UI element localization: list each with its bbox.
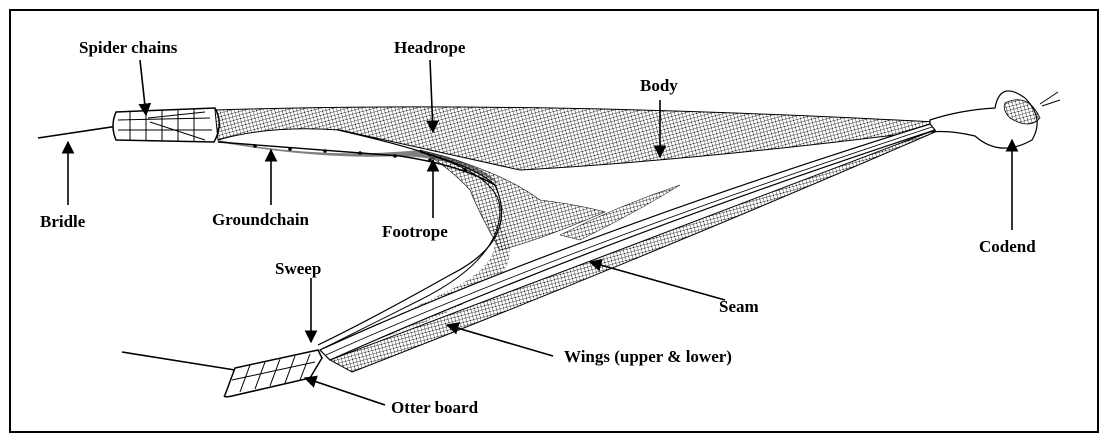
label-codend: Codend [979,237,1036,257]
arrow-spider-chains [140,60,146,115]
label-sweep: Sweep [275,259,321,279]
label-headrope: Headrope [394,38,465,58]
bridle-line-lower [122,352,235,370]
codend-shape [930,91,1060,148]
label-seam: Seam [719,297,759,317]
arrow-otter-board [305,378,385,405]
label-spider-chains: Spider chains [79,38,177,58]
lower-otter-board [224,350,322,397]
arrow-wings [447,325,553,356]
label-body: Body [640,76,678,96]
label-groundchain: Groundchain [212,210,309,230]
wing-panel-lower [330,130,935,372]
label-otter-board: Otter board [391,398,478,418]
label-bridle: Bridle [40,212,85,232]
label-wings: Wings (upper & lower) [564,347,732,367]
arrow-seam [590,262,725,300]
label-footrope: Footrope [382,222,448,242]
upper-otter-board [113,108,219,142]
bridle-line-upper [38,126,118,138]
